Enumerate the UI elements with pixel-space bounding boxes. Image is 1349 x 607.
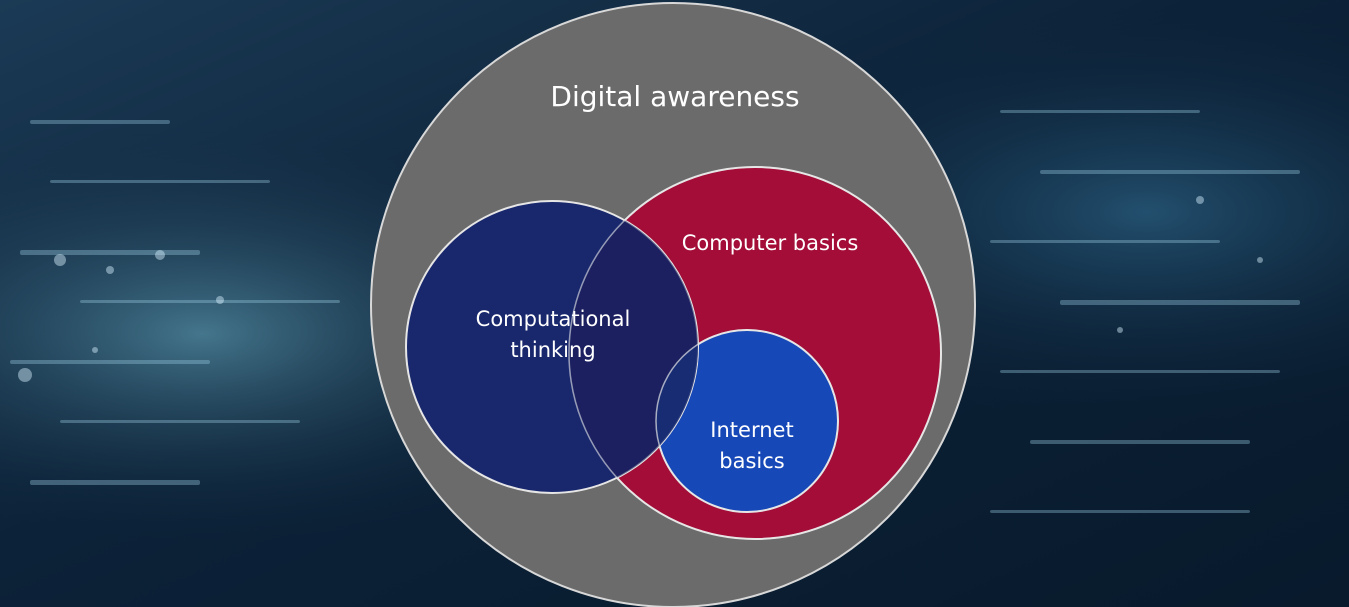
computational-thinking-label-line1: Computational <box>476 307 631 331</box>
computational-thinking-label-line2: thinking <box>510 338 595 362</box>
internet-basics-label-line2: basics <box>719 449 784 473</box>
internet-basics-label-line1: Internet <box>710 418 793 442</box>
computer-basics-label: Computer basics <box>682 231 859 255</box>
digital-awareness-label: Digital awareness <box>550 80 799 113</box>
